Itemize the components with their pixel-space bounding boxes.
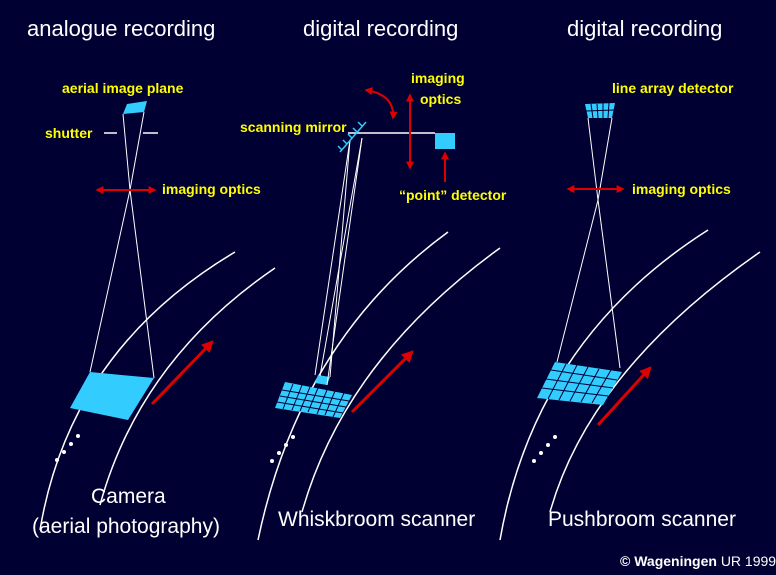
swath-boundary-right xyxy=(549,251,761,513)
copyright-notice: © Wageningen UR 1999 xyxy=(620,553,776,569)
label-imaging: imaging xyxy=(411,70,465,86)
label-aerial-image-plane: aerial image plane xyxy=(62,80,184,96)
caption-pushbroom: Pushbroom scanner xyxy=(548,508,736,531)
flight-direction-arrow xyxy=(596,366,652,427)
header-digital-pushbroom: digital recording xyxy=(567,16,723,41)
copyright-suffix: UR 1999 xyxy=(720,553,776,569)
ray-line xyxy=(556,199,599,363)
panel-whiskbroom-graphics xyxy=(257,87,501,541)
line-array-detector-shape xyxy=(585,102,615,119)
scanning-mirror-shape xyxy=(337,121,367,153)
label-optics: optics xyxy=(420,91,462,107)
scan-line xyxy=(314,139,351,376)
label-point-detector: “point” detector xyxy=(399,187,507,203)
point-detector-shape xyxy=(435,133,455,149)
caption-whiskbroom: Whiskbroom scanner xyxy=(278,508,476,531)
pushbroom-footprint-grid xyxy=(537,362,622,405)
ray-line xyxy=(129,111,145,191)
continuation-dots xyxy=(270,435,295,463)
swath-boundary-left xyxy=(257,231,449,541)
label-scanning-mirror: scanning mirror xyxy=(240,119,347,135)
ray-line xyxy=(122,113,131,191)
scan-line xyxy=(326,137,363,386)
copyright-org: Wageningen xyxy=(634,553,717,569)
label-imaging-optics: imaging optics xyxy=(162,181,261,197)
header-digital-whiskbroom: digital recording xyxy=(303,16,459,41)
flight-direction-arrow xyxy=(350,350,414,414)
label-line-array-detector: line array detector xyxy=(612,80,734,96)
swath-boundary-left xyxy=(39,251,236,531)
panel-camera-graphics xyxy=(39,101,276,531)
continuation-dots xyxy=(55,434,80,462)
ray-line xyxy=(597,117,613,201)
ray-line xyxy=(587,117,599,201)
ray-line xyxy=(129,189,155,379)
mirror-rotation-arrow xyxy=(364,87,398,120)
ray-line xyxy=(89,189,131,373)
swath-boundary-right xyxy=(301,247,501,513)
scan-line xyxy=(319,137,363,377)
continuation-dots xyxy=(532,435,557,463)
copyright-symbol: © xyxy=(620,553,631,569)
flight-direction-arrow xyxy=(150,340,214,406)
ground-footprint xyxy=(70,372,154,420)
swath-boundary-right xyxy=(99,267,276,506)
header-analogue: analogue recording xyxy=(27,16,216,41)
label-shutter: shutter xyxy=(45,125,93,141)
panel-pushbroom-graphics xyxy=(499,102,761,541)
swath-boundary-left xyxy=(499,229,709,541)
caption-camera: Camera xyxy=(91,485,166,508)
aerial-image-plane-shape xyxy=(123,101,147,114)
ray-line xyxy=(597,199,621,369)
scan-footprint-grid xyxy=(275,375,352,418)
label-imaging-optics: imaging optics xyxy=(632,181,731,197)
caption-aerial-photography: (aerial photography) xyxy=(32,515,220,538)
